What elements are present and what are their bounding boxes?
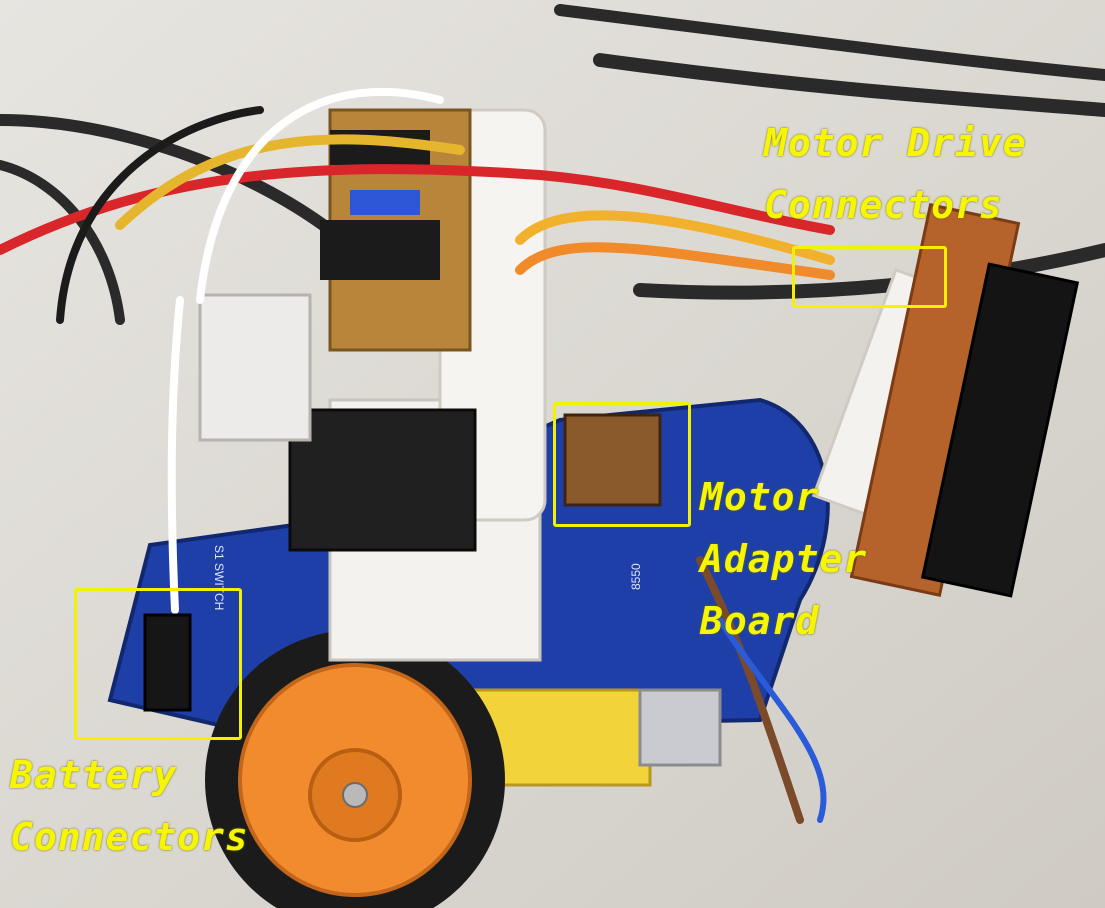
side-module (198, 293, 312, 442)
black-battery-cover (288, 408, 477, 552)
motor-can (638, 688, 722, 767)
wheel (205, 630, 505, 908)
battery-line2: Connectors (10, 815, 249, 859)
motor-drive-line1: Motor Drive (764, 121, 1027, 165)
header-pins (320, 130, 440, 280)
pcb-silkscreen-8550: 8550 (629, 563, 643, 590)
motor-drive-connectors-callout-box (792, 246, 947, 308)
battery-connectors-label: Battery Connectors (10, 744, 249, 868)
wires (0, 87, 835, 824)
motor-adapter-board-label: Motor Adapter Board (700, 466, 867, 652)
battery-connector (143, 613, 192, 712)
wheel-hub-screw (342, 782, 368, 808)
motor-adapter-line1: Motor (700, 475, 820, 519)
motor-adapter-line3: Board (700, 599, 820, 643)
perfboard-assembly (811, 203, 1080, 598)
motor-adapter-board (563, 413, 662, 507)
battery-line1: Battery (10, 753, 178, 797)
motor-adapter-line2: Adapter (700, 537, 868, 581)
pcb-silkscreen-switch: S1 SWITCH (212, 545, 226, 610)
motor-drive-connectors-label: Motor Drive Connectors (764, 112, 1027, 236)
battery-connectors-callout-box (74, 588, 242, 740)
motor-adapter-board-callout-box (553, 402, 691, 527)
motor-drive-line2: Connectors (764, 183, 1003, 227)
